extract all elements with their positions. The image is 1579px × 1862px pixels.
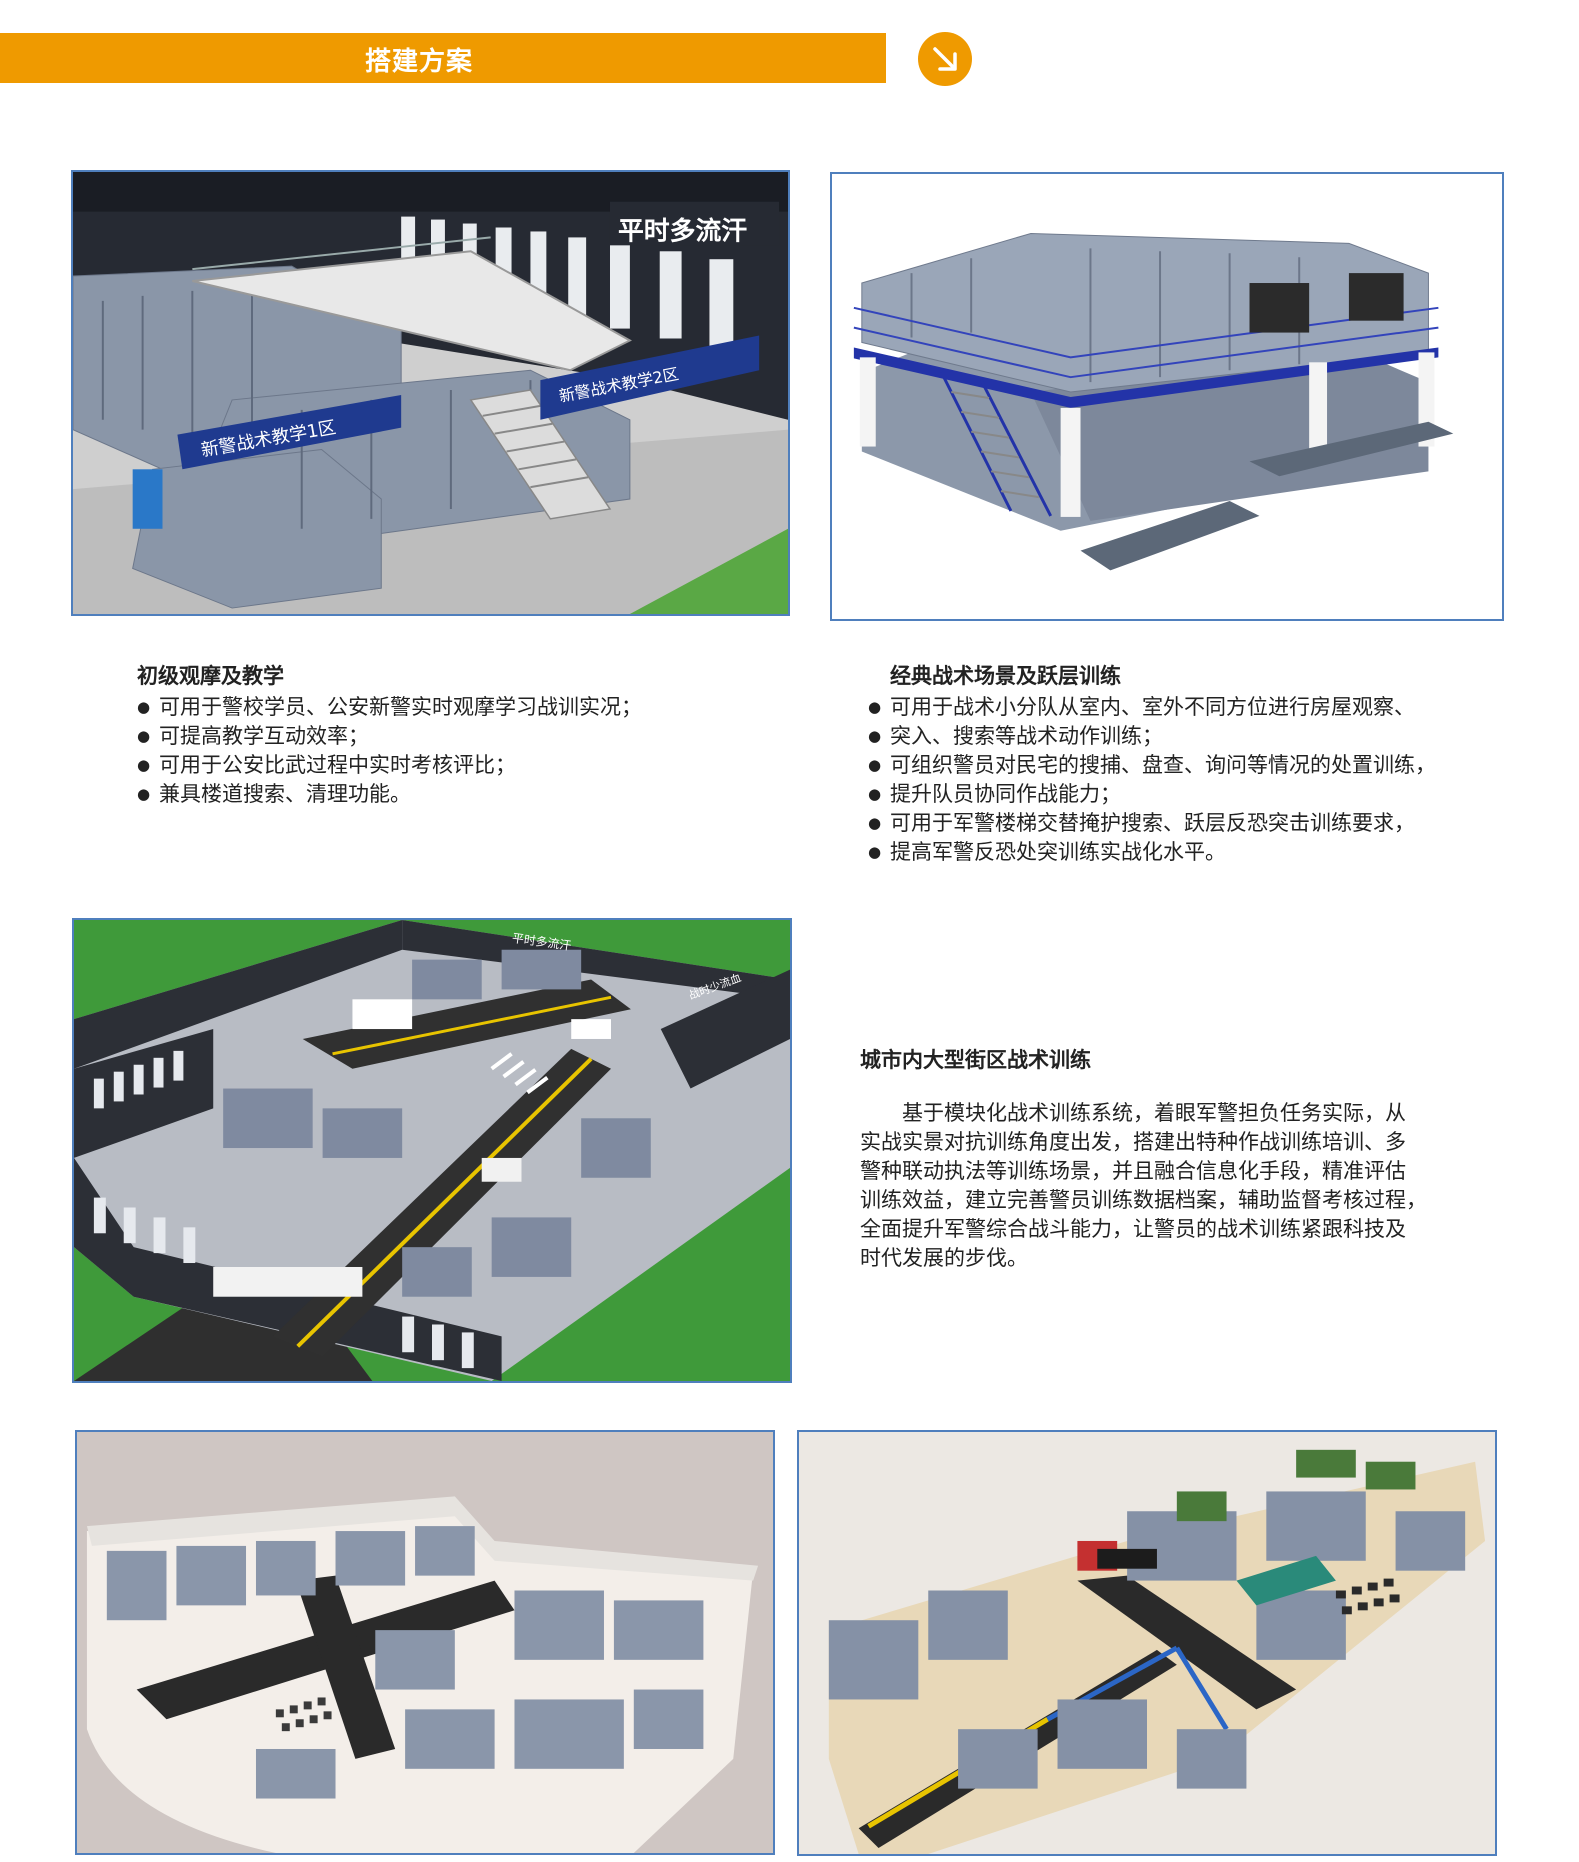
list-item: 可组织警员对民宅的搜捕、盘查、询问等情况的处置训练， bbox=[868, 751, 1436, 780]
list-item: 可用于战术小分队从室内、室外不同方位进行房屋观察、 bbox=[868, 693, 1436, 722]
banner-title: 搭建方案 bbox=[365, 47, 474, 77]
section3-line: 警种联动执法等训练场景，并且融合信息化手段，精准评估 bbox=[860, 1159, 1406, 1183]
section-city-block-training: 城市内大型街区战术训练 基于模块化战术训练系统，着眼军警担负任务实际，从 实战实… bbox=[860, 1046, 1480, 1273]
list-item: 可用于军警楼梯交替掩护搜索、跃层反恐突击训练要求， bbox=[868, 809, 1436, 838]
photo-two-level-structure bbox=[830, 172, 1504, 621]
photo-facility-overview bbox=[797, 1430, 1497, 1856]
photo-observation-teaching: 平时多流汗 新警战术教学2区 新警战术教学1区 bbox=[71, 170, 790, 616]
photo-city-block: 平时多流汗 战时少流血 bbox=[72, 918, 792, 1383]
section2-bullets: 可用于战术小分队从室内、室外不同方位进行房屋观察、 突入、搜索等战术动作训练； … bbox=[868, 693, 1436, 867]
list-item: 突入、搜索等战术动作训练； bbox=[868, 722, 1436, 751]
section2-heading: 经典战术场景及跃层训练 bbox=[890, 664, 1121, 688]
section-banner: 搭建方案 bbox=[0, 33, 886, 83]
section3-line: 全面提升军警综合战斗能力，让警员的战术训练紧跟科技及 bbox=[860, 1217, 1406, 1241]
section1-heading: 初级观摩及教学 bbox=[137, 664, 284, 688]
list-item: 提升队员协同作战能力； bbox=[868, 780, 1436, 809]
section3-line: 基于模块化战术训练系统，着眼军警担负任务实际，从 bbox=[902, 1101, 1406, 1125]
photo-curved-floor-plan bbox=[75, 1430, 775, 1855]
section-tactical-scenes: 经典战术场景及跃层训练 可用于战术小分队从室内、室外不同方位进行房屋观察、 突入… bbox=[868, 662, 1436, 867]
list-item: 可用于公安比武过程中实时考核评比； bbox=[137, 751, 642, 780]
list-item: 提高军警反恐处突训练实战化水平。 bbox=[868, 838, 1436, 867]
list-item: 可提高教学互动效率； bbox=[137, 722, 642, 751]
sign-wall-text: 平时多流汗 bbox=[618, 216, 747, 246]
section3-heading: 城市内大型街区战术训练 bbox=[860, 1048, 1091, 1072]
section-observation-teaching: 初级观摩及教学 可用于警校学员、公安新警实时观摩学习战训实况； 可提高教学互动效… bbox=[137, 662, 642, 809]
section3-line: 时代发展的步伐。 bbox=[860, 1246, 1028, 1270]
section3-line: 训练效益，建立完善警员训练数据档案，辅助监督考核过程， bbox=[860, 1188, 1427, 1212]
section3-line: 实战实景对抗训练角度出发，搭建出特种作战训练培训、多 bbox=[860, 1130, 1406, 1154]
arrow-down-right-icon bbox=[918, 32, 972, 86]
list-item: 可用于警校学员、公安新警实时观摩学习战训实况； bbox=[137, 693, 642, 722]
section1-bullets: 可用于警校学员、公安新警实时观摩学习战训实况； 可提高教学互动效率； 可用于公安… bbox=[137, 693, 642, 809]
list-item: 兼具楼道搜索、清理功能。 bbox=[137, 780, 642, 809]
